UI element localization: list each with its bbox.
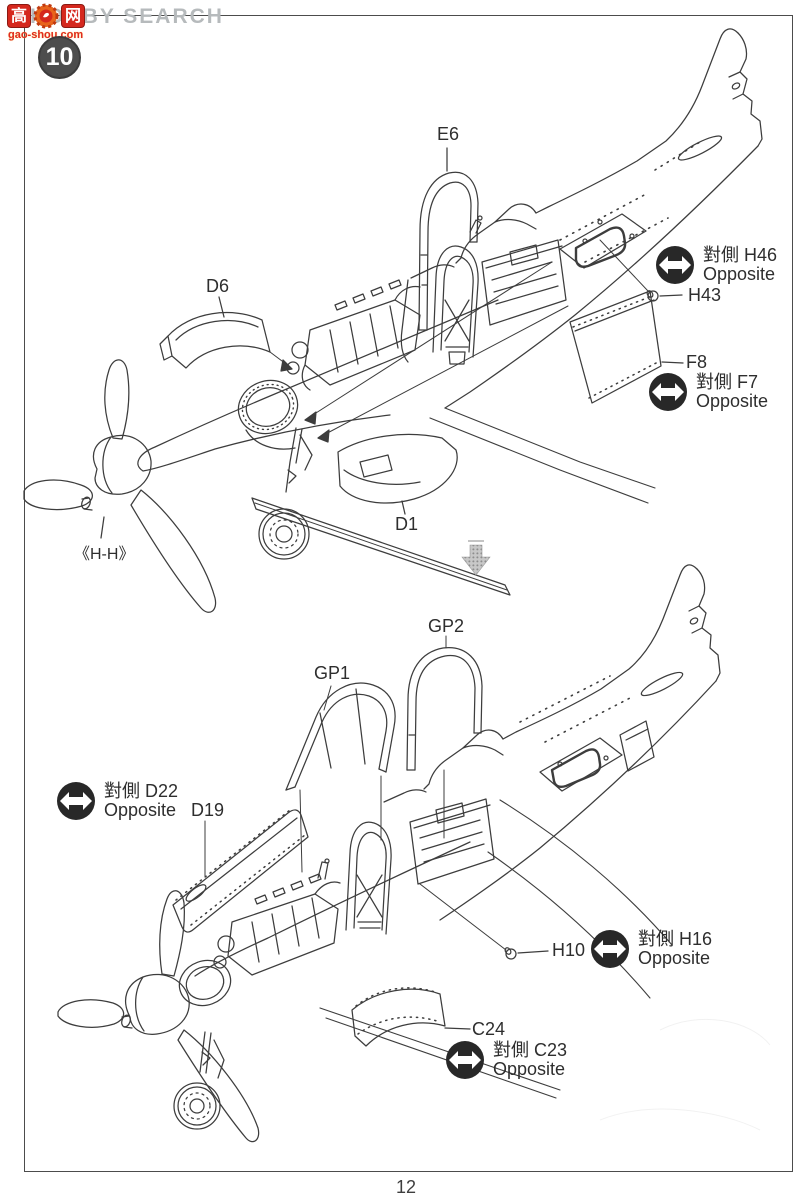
- part-label-d6: D6: [206, 276, 230, 296]
- logo-char-right: 网: [61, 4, 85, 28]
- opposite-arrow-icon: [56, 781, 96, 821]
- part-label-d19: D19: [191, 800, 225, 820]
- down-arrow-icon: [461, 540, 491, 576]
- opposite-arrow-icon: [445, 1040, 485, 1080]
- aircraft-diagram-bottom: [57, 564, 721, 1143]
- opposite-arrow-icon: [648, 372, 688, 412]
- part-label-h10: H10: [552, 940, 586, 960]
- opposite-arrow-icon: [655, 245, 695, 285]
- gear-thumb-icon: [33, 3, 59, 29]
- part-label-h43: H43: [688, 285, 722, 305]
- page-number: 12: [395, 1177, 417, 1197]
- part-label-c24: C24: [472, 1019, 506, 1039]
- step-number-badge: 10: [38, 36, 81, 79]
- part-label-f8: F8: [686, 352, 708, 372]
- part-label-gp1: GP1: [314, 663, 351, 683]
- part-label-h-h: 《H-H》: [74, 546, 135, 563]
- aircraft-diagram-top: [23, 28, 763, 613]
- logo-char-left: 高: [7, 4, 31, 28]
- watermark-logo: 高 网: [7, 3, 85, 29]
- page-border-frame: [24, 15, 793, 1172]
- part-label-d1: D1: [395, 514, 419, 534]
- opposite-arrow-icon: [590, 929, 630, 969]
- part-label-e6: E6: [437, 124, 460, 144]
- part-label-gp2: GP2: [428, 616, 465, 636]
